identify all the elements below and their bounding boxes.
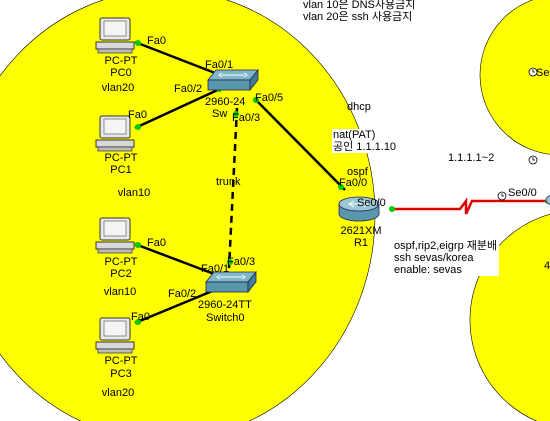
switch-top-port2-label: Fa0/2: [174, 83, 203, 95]
note-vlan-policy[interactable]: vlan 10은 DNS사용금지 vlan 20은 ssh 사용금지: [300, 0, 419, 24]
note-line: vlan 10은 DNS사용금지: [303, 0, 416, 11]
switch-top-model-label: 2960-24: [205, 96, 246, 108]
pc1-name-label: PC1: [110, 164, 132, 176]
pc1-type-label: PC-PT: [104, 152, 138, 164]
pc0-name-label: PC0: [110, 67, 132, 79]
pc3-port-label: Fa0: [131, 311, 150, 323]
clock-icon: [528, 67, 538, 77]
clock-icon: [528, 155, 538, 165]
pc2-vlan-label: vlan10: [103, 286, 137, 298]
pc0-type-label: PC-PT: [104, 55, 138, 67]
switch-top-port5-label: Fa0/5: [255, 92, 284, 104]
note-routing[interactable]: ospf,rip2,eigrp 재분배 ssh sevas/korea enab…: [392, 240, 500, 276]
pc1-icon[interactable]: [95, 115, 135, 152]
pc0-vlan-label: vlan20: [101, 82, 135, 94]
pc2-icon[interactable]: [95, 217, 135, 254]
link-pc0-switch[interactable]: [134, 40, 229, 80]
pc3-icon[interactable]: [95, 317, 135, 354]
router-icon[interactable]: [338, 196, 380, 222]
pc3-vlan-label: vlan20: [101, 387, 135, 399]
pc2-port-label: Fa0: [147, 237, 166, 249]
link-pc3-switch0[interactable]: [134, 285, 223, 325]
router-se-port-label: Se0/0: [357, 197, 386, 209]
note-line: ssh sevas/korea: [394, 252, 474, 264]
pc1-vlan-label: vlan10: [117, 187, 151, 199]
ospf-label: ospf: [347, 166, 368, 178]
dhcp-label: dhcp: [347, 101, 371, 113]
switch0-icon[interactable]: [205, 270, 257, 294]
note-line: vlan 20은 ssh 사용금지: [303, 11, 413, 23]
remote-partial-label-top: Se: [536, 67, 550, 79]
switch-top-icon[interactable]: [207, 68, 259, 92]
router-model-label: 2621XM: [340, 225, 382, 237]
link-switch-router[interactable]: [253, 97, 346, 191]
router-name-label: R1: [353, 237, 369, 249]
note-line: 공인 1.1.1.10: [333, 141, 397, 153]
pc3-type-label: PC-PT: [104, 355, 138, 367]
pc3-name-label: PC3: [110, 368, 132, 380]
switch0-port2-label: Fa0/2: [168, 288, 197, 300]
note-line: nat(PAT): [333, 129, 376, 141]
switch0-port1-label: Fa0/1: [201, 263, 230, 275]
remote-se-port-label: Se0/0: [508, 187, 537, 199]
switch-top-name-label: Sw: [212, 108, 228, 120]
link-pc1-switch[interactable]: [134, 86, 223, 130]
switch-top-port3-label: Fa0/3: [232, 112, 261, 124]
remote-router-icon[interactable]: [545, 194, 550, 206]
trunk-label: trunk: [216, 176, 241, 188]
link-pc2-switch0[interactable]: [134, 242, 223, 279]
switch-top-port1-label: Fa0/1: [205, 59, 234, 71]
pc2-type-label: PC-PT: [104, 256, 138, 268]
switch0-port3-label: Fa0/3: [227, 256, 256, 268]
note-line: ospf,rip2,eigrp 재분배: [394, 240, 498, 252]
switch0-name-label: Switch0: [206, 312, 245, 324]
note-line: enable: sevas: [394, 264, 462, 276]
link-trunk[interactable]: [227, 107, 239, 269]
area-top-right: [479, 0, 550, 155]
pc2-name-label: PC2: [110, 268, 132, 280]
wan-range-label: 1.1.1.1~2: [448, 152, 495, 164]
clock-icon: [497, 191, 507, 201]
note-nat[interactable]: nat(PAT) 공인 1.1.1.10: [332, 129, 398, 153]
pc1-port-label: Fa0: [128, 109, 147, 121]
link-serial[interactable]: [392, 197, 550, 215]
router-fa-port-label: Fa0/0: [339, 177, 368, 189]
remote-partial-label-side: 4: [544, 260, 550, 272]
pc0-port-label: Fa0: [147, 35, 166, 47]
switch0-model-label: 2960-24TT: [198, 299, 252, 311]
pc0-icon[interactable]: [95, 17, 135, 54]
